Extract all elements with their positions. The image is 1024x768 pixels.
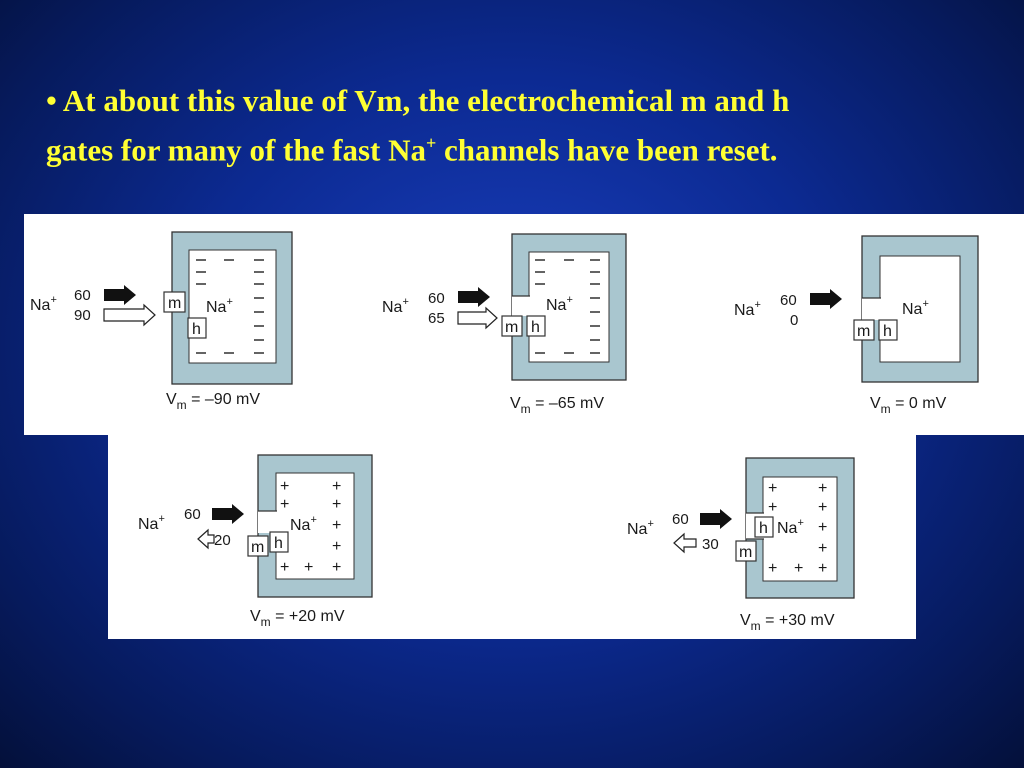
cell4-electrical-arrow: [197, 528, 215, 550]
bullet-line-1: At about this value of Vm, the electroch…: [62, 83, 790, 118]
cell2-interior: [528, 251, 610, 363]
cell2-m-label: m: [505, 319, 518, 336]
cell2-na-outside: Na+: [382, 296, 409, 316]
svg-text:+: +: [818, 540, 827, 557]
bullet-line-2b: channels have been reset.: [436, 132, 778, 168]
cell3-diagram: m h Na+ Na+ 60 0 Vm = 0 mV: [734, 235, 979, 416]
bullet-line-2a: gates for many of the fast Na: [46, 132, 426, 168]
cell1-chemical-arrow: [104, 285, 136, 305]
svg-text:+: +: [768, 560, 777, 577]
diagram-panel-top: m h Na+ Na+ 60 90 Vm = –90 mV m h: [24, 214, 1024, 435]
cell2-m-gate: [501, 315, 523, 337]
svg-text:+: +: [280, 559, 289, 576]
cell1-na-outside: Na+: [30, 294, 57, 314]
cell2-chemical-arrow: [458, 287, 490, 307]
cell5-na-outside: Na+: [627, 518, 654, 538]
cell4-charges: ++ ++ + + +++: [280, 478, 341, 576]
cell3-num-top: 60: [780, 292, 797, 309]
cell5-electrical-arrow: [673, 532, 697, 554]
cell4-num-bottom: 20: [214, 532, 231, 549]
cell2-h-gate: [526, 315, 546, 337]
cell1-num-bottom: 90: [74, 307, 91, 324]
cell2-electrical-arrow: [457, 306, 498, 330]
cell5-h-gate: [754, 516, 774, 538]
cell3-h-gate: [878, 319, 898, 341]
cell5-interior: [762, 476, 838, 582]
cell2-diagram: m h Na+ Na+ 60 65 Vm = –65 mV: [382, 233, 627, 416]
cell2-num-bottom: 65: [428, 310, 445, 327]
cell3-m-label: m: [857, 323, 870, 340]
svg-text:+: +: [332, 478, 341, 495]
cell3-vm-label: Vm = 0 mV: [870, 395, 947, 416]
diagram-bottom-svg: ++ ++ + + +++ m h Na+ Na+ 60 20 Vm = +20…: [138, 454, 855, 633]
cell2-vm-label: Vm = –65 mV: [510, 395, 604, 416]
bullet-dot: •: [46, 83, 57, 118]
cell3-na-inside: Na+: [902, 298, 929, 318]
cell4-channel-gap: [258, 511, 277, 533]
bullet-sup: +: [425, 133, 437, 153]
cell3-na-outside: Na+: [734, 299, 761, 319]
svg-text:+: +: [332, 538, 341, 555]
cell4-vm-label: Vm = +20 mV: [250, 608, 345, 629]
diagram-panel-bottom: ++ ++ + + +++ m h Na+ Na+ 60 20 Vm = +20…: [108, 435, 916, 639]
slide-bullet-text: • At about this value of Vm, the electro…: [46, 80, 1006, 171]
cell1-h-label: h: [192, 321, 201, 338]
cell1-interior: [188, 249, 277, 364]
cell1-charges: [196, 259, 264, 354]
cell5-num-top: 60: [672, 511, 689, 528]
cell2-num-top: 60: [428, 290, 445, 307]
svg-text:+: +: [818, 480, 827, 497]
cell4-chemical-arrow: [212, 504, 244, 524]
svg-text:+: +: [768, 480, 777, 497]
cell1-num-top: 60: [74, 287, 91, 304]
cell1-na-inside: Na+: [206, 296, 233, 316]
cell1-vm-label: Vm = –90 mV: [166, 391, 260, 412]
cell5-vm-label: Vm = +30 mV: [740, 612, 835, 633]
cell4-m-gate: [247, 535, 269, 557]
cell1-h-gate: [187, 317, 207, 339]
cell4-na-inside: Na+: [290, 514, 317, 534]
cell3-h-label: h: [883, 323, 892, 340]
cell2-charges: [535, 259, 600, 354]
svg-text:+: +: [794, 560, 803, 577]
cell1-diagram: m h Na+ Na+ 60 90 Vm = –90 mV: [30, 231, 293, 412]
cell5-m-gate: [735, 540, 757, 562]
cell5-h-label: h: [759, 520, 768, 537]
cell2-channel-gap: [512, 296, 530, 316]
cell2-na-inside: Na+: [546, 294, 573, 314]
cell5-charges: + + + + + + + + +: [768, 480, 827, 577]
cell5-num-bottom: 30: [702, 536, 719, 553]
cell3-chemical-arrow: [810, 289, 842, 309]
svg-text:+: +: [818, 560, 827, 577]
cell3-channel-gap: [862, 298, 881, 320]
svg-text:+: +: [280, 496, 289, 513]
cell1-m-gate: [163, 291, 186, 313]
svg-text:+: +: [768, 499, 777, 516]
diagram-top-svg: m h Na+ Na+ 60 90 Vm = –90 mV m h: [30, 231, 979, 416]
cell4-interior: [275, 472, 355, 580]
cell5-chemical-arrow: [700, 509, 732, 529]
cell1-electrical-arrow: [103, 303, 156, 327]
svg-text:+: +: [818, 499, 827, 516]
cell4-h-gate: [269, 531, 289, 553]
cell4-num-top: 60: [184, 506, 201, 523]
svg-text:+: +: [818, 519, 827, 536]
cell4-diagram: ++ ++ + + +++ m h Na+ Na+ 60 20 Vm = +20…: [138, 454, 373, 629]
cell4-m-label: m: [251, 539, 264, 556]
cell3-num-bottom: 0: [790, 312, 798, 329]
cell2-h-label: h: [531, 319, 540, 336]
cell5-m-label: m: [739, 544, 752, 561]
cell1-m-label: m: [168, 295, 181, 312]
svg-text:+: +: [280, 478, 289, 495]
svg-text:+: +: [304, 559, 313, 576]
svg-text:+: +: [332, 559, 341, 576]
cell3-m-gate: [853, 319, 875, 341]
cell4-h-label: h: [274, 535, 283, 552]
cell5-na-inside: Na+: [777, 517, 804, 537]
cell5-diagram: + + + + + + + + + h m Na+ Na+ 60 30 Vm = +30…: [627, 457, 855, 633]
cell4-na-outside: Na+: [138, 513, 165, 533]
svg-text:+: +: [332, 517, 341, 534]
svg-text:+: +: [332, 496, 341, 513]
cell3-interior: [879, 255, 961, 363]
